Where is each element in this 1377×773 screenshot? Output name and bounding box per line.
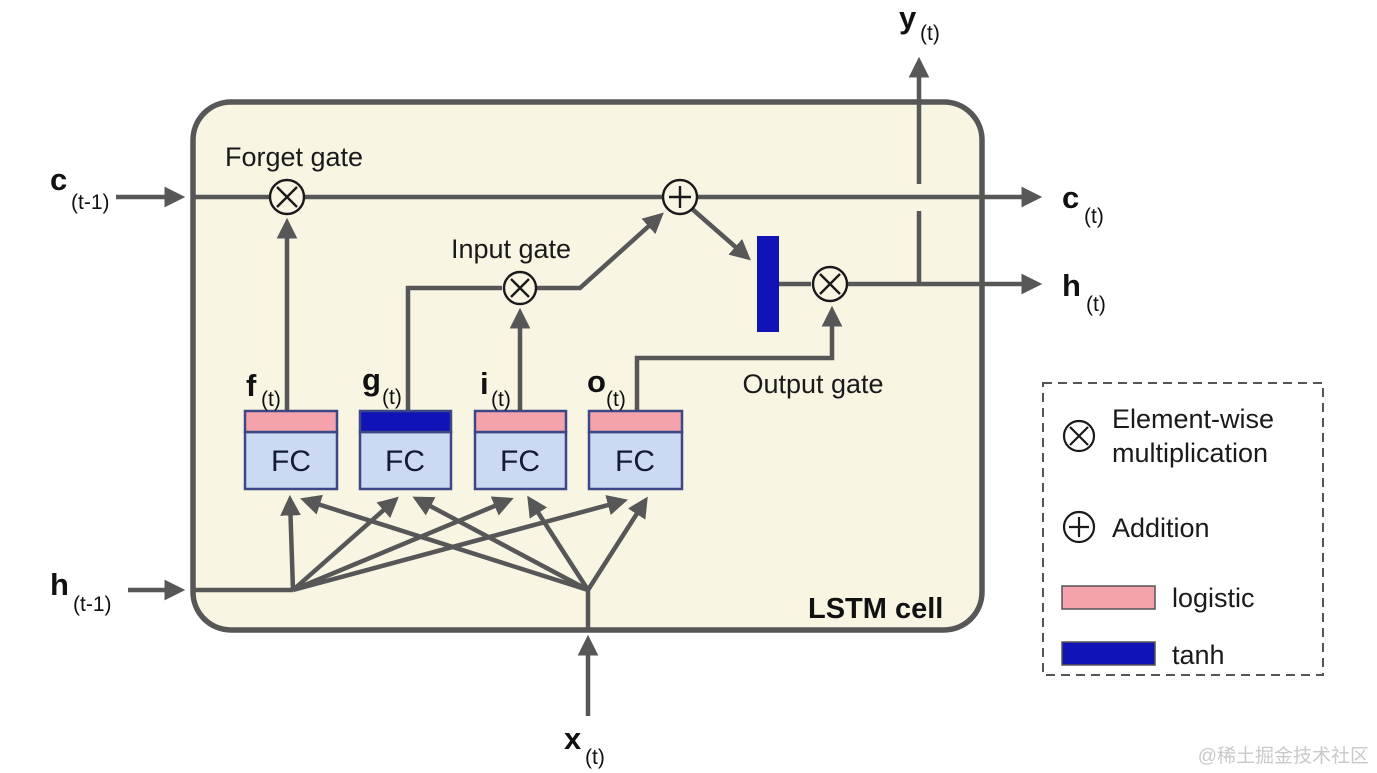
c-output-sub: (t): [1084, 205, 1104, 228]
i-box-label: i (t): [480, 366, 511, 411]
forget-multiply-op: [268, 178, 306, 216]
fc-label: FC: [500, 445, 540, 478]
multiply-x-icon: [819, 273, 841, 295]
y-output-sub: (t): [920, 22, 940, 45]
input-multiply-op: [502, 270, 538, 306]
input-to-add-arrow: [537, 212, 664, 291]
h-prev-main: h: [50, 567, 69, 602]
logistic-bar: [587, 409, 684, 434]
add-op: [661, 178, 699, 216]
o-box-label: o (t): [587, 364, 626, 411]
x-input-sub: (t): [585, 746, 605, 769]
c-prev-label: c (t-1): [50, 162, 110, 214]
y-output-label: y (t): [899, 0, 940, 45]
multiply-x-icon: [276, 186, 298, 208]
forget-gate-label: Forget gate: [225, 142, 363, 172]
i-label-sub: (t): [491, 388, 511, 411]
fc-label: FC: [615, 445, 655, 478]
fc-body: [587, 430, 684, 491]
o-label-main: o: [587, 364, 606, 399]
output-gate-label: Output gate: [742, 369, 883, 399]
legend-logistic-label: logistic: [1172, 583, 1255, 613]
legend: Element-wise multiplication Addition log…: [1042, 382, 1324, 676]
o-to-output-arrow: [634, 305, 843, 411]
h-to-i-arrow: [292, 496, 514, 593]
fc-label: FC: [385, 445, 425, 478]
logistic-bar: [473, 409, 568, 434]
f-box-label: f (t): [246, 368, 281, 411]
h-prev-sub: (t-1): [73, 593, 112, 616]
multiply-x-icon: [510, 278, 530, 298]
fc-box-o: FC: [587, 409, 684, 491]
h-output-main: h: [1062, 268, 1081, 303]
c-output-main: c: [1062, 180, 1079, 215]
c-output-label: c (t): [1062, 180, 1104, 228]
legend-multiply-line1: Element-wise: [1112, 404, 1274, 434]
fc-box-i: FC: [473, 409, 568, 491]
legend-multiply-icon: [1062, 419, 1096, 453]
f-label-main: f: [246, 368, 257, 403]
g-label-main: g: [362, 362, 381, 397]
fc-body: [473, 430, 568, 491]
f-label-sub: (t): [261, 388, 281, 411]
g-to-input-line: [405, 285, 502, 411]
h-output-sub: (t): [1086, 293, 1106, 316]
output-multiply-op: [811, 265, 849, 303]
i-label-main: i: [480, 366, 489, 401]
fc-label: FC: [271, 445, 311, 478]
x-to-f-arrow: [300, 494, 589, 593]
h-to-g-arrow: [291, 496, 399, 592]
logistic-bar: [243, 409, 339, 434]
c-prev-main: c: [50, 162, 67, 197]
h-output-label: h (t): [1062, 268, 1106, 316]
legend-multiply-line2: multiplication: [1112, 438, 1268, 468]
fc-box-g: FC: [358, 409, 453, 491]
add-to-tanh-arrow: [689, 206, 751, 261]
tanh-bar: [757, 236, 779, 332]
plus-icon: [669, 186, 691, 208]
watermark: @稀土掘金技术社区: [1198, 745, 1369, 767]
flow-lines: [116, 56, 1043, 716]
h-to-o-arrow: [292, 495, 628, 593]
x-input-label: x (t): [564, 721, 605, 769]
x-to-o-arrow: [586, 496, 648, 592]
h-prev-label: h (t-1): [50, 567, 112, 616]
x-to-g-arrow: [412, 496, 590, 592]
x-to-i-arrow: [527, 495, 590, 592]
y-output-main: y: [899, 0, 917, 35]
o-label-sub: (t): [606, 388, 626, 411]
tanh-bar-top: [358, 409, 453, 434]
g-box-label: g (t): [362, 362, 402, 409]
input-gate-label: Input gate: [451, 234, 571, 264]
legend-tanh-swatch: [1061, 641, 1156, 666]
legend-add-icon: [1062, 510, 1096, 544]
legend-logistic-swatch: [1061, 585, 1156, 610]
fc-body: [243, 430, 339, 491]
c-prev-sub: (t-1): [71, 191, 110, 214]
x-input-main: x: [564, 721, 582, 756]
legend-add-label: Addition: [1112, 513, 1210, 543]
g-label-sub: (t): [382, 386, 402, 409]
fc-box-f: FC: [243, 409, 339, 491]
h-to-f-arrow: [280, 494, 301, 591]
legend-tanh-label: tanh: [1172, 640, 1225, 670]
fc-body: [358, 430, 453, 491]
lstm-cell-title: LSTM cell: [808, 593, 943, 625]
